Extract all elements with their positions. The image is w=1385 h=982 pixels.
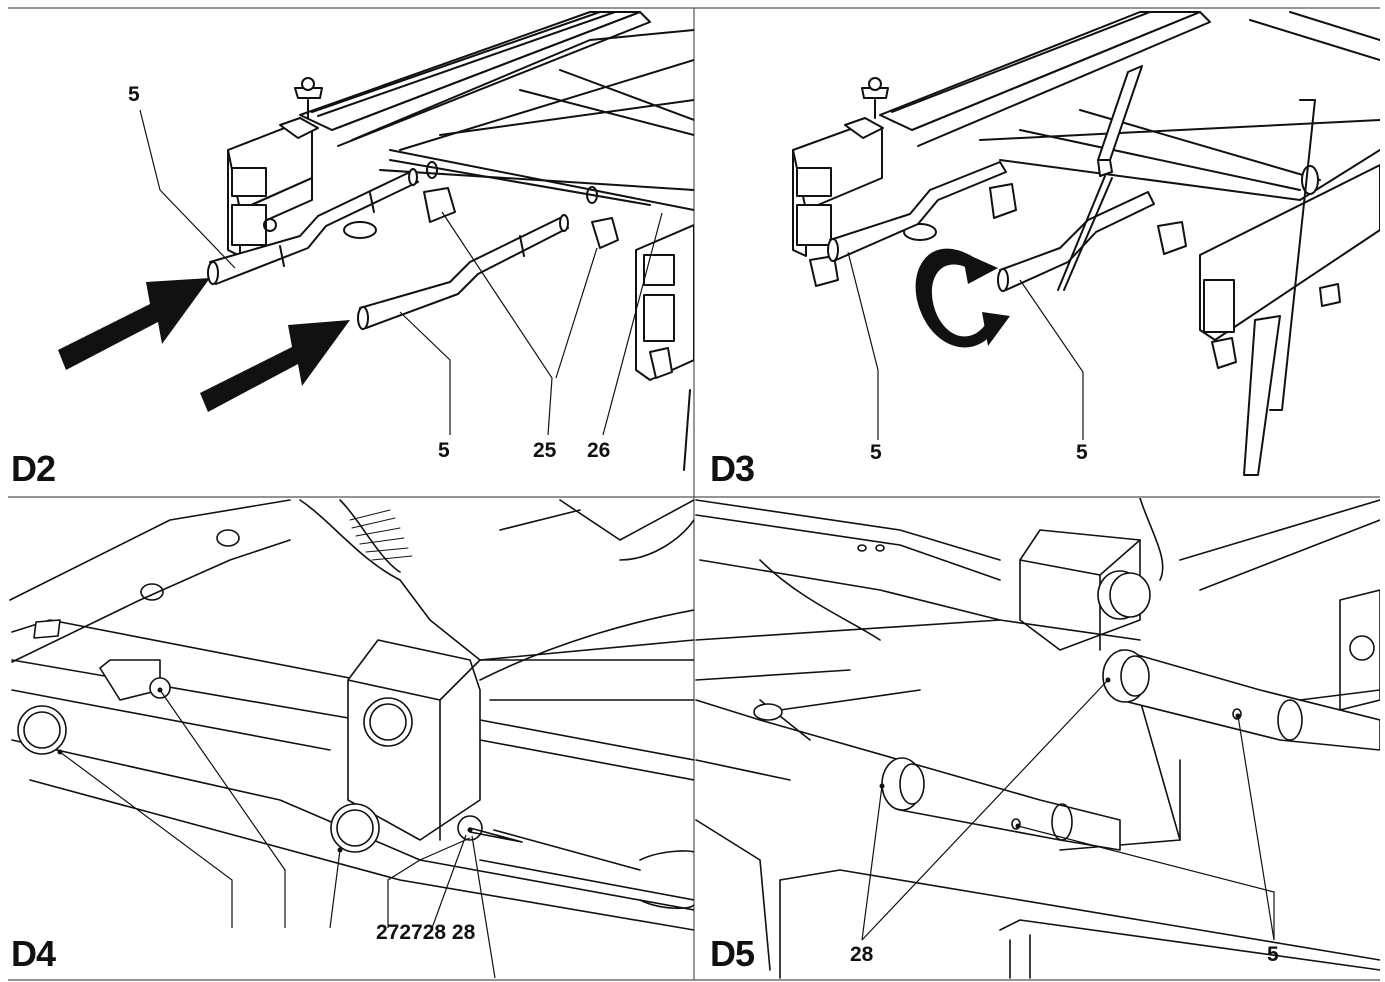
d4-callout-group: 272728 28	[376, 921, 476, 944]
panel-d2: 5 5 25 26 D2	[8, 8, 694, 497]
panel-d3: 5 5 D3	[695, 8, 1380, 497]
d2-panel-label: D2	[11, 448, 56, 489]
d3-callout-rod-left: 5	[870, 441, 882, 464]
d5-callout-rod: 5	[1267, 943, 1279, 966]
d2-callout-bracket: 26	[587, 439, 611, 462]
d4-illustration	[8, 498, 694, 979]
d2-callout-rod-left: 5	[128, 83, 140, 106]
d2-callout-clamp: 25	[533, 439, 557, 462]
panel-d4: 272728 28 D4	[8, 498, 694, 979]
d5-panel-label: D5	[710, 933, 755, 974]
d3-callout-rod-right: 5	[1076, 441, 1088, 464]
d3-panel-label: D3	[710, 448, 755, 489]
d4-panel-label: D4	[11, 933, 56, 974]
d3-illustration	[695, 8, 1380, 497]
d5-callout-screw: 28	[850, 943, 874, 966]
d2-callout-rod-right: 5	[438, 439, 450, 462]
d5-illustration	[695, 498, 1380, 979]
panel-d5: 28 5 D5	[695, 498, 1380, 979]
d2-illustration	[58, 8, 694, 497]
